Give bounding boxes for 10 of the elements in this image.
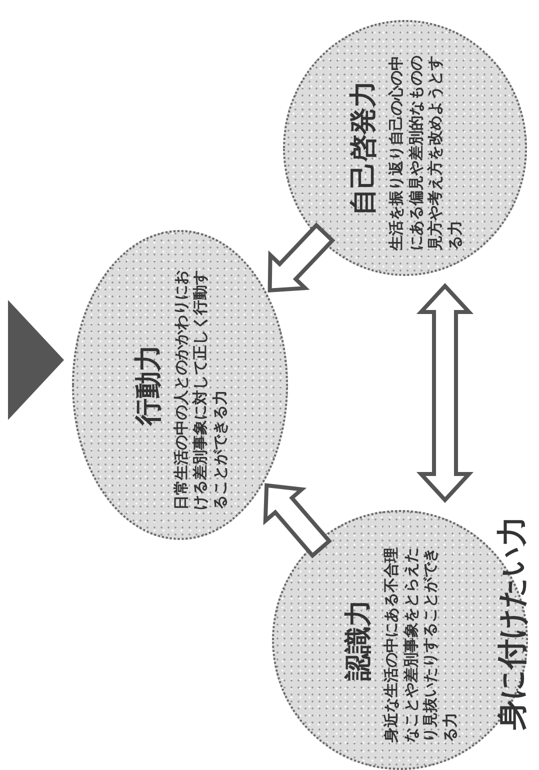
block-arrow — [268, 222, 336, 293]
node-heading: 行動力 — [132, 344, 165, 426]
node-description: 日常生活の中の人とのかかわりにおける差別事象に対して正しく行動することができる力 — [172, 269, 230, 510]
title: 身に付けたい力 — [494, 516, 531, 730]
double-arrow — [416, 283, 474, 503]
node-heading: 認識力 — [342, 600, 375, 680]
block-arrow — [263, 483, 332, 558]
node-description: 身近な生活の中にある不合理なことや差別事象をとらえたり見抜いたりすることができる力 — [382, 546, 460, 742]
node-description: 生活を振り返り自己の心の中にある偏見や差別的なものの見方や考え方を改めようとする力 — [387, 54, 464, 250]
node-heading: 自己啓発力 — [347, 80, 380, 216]
